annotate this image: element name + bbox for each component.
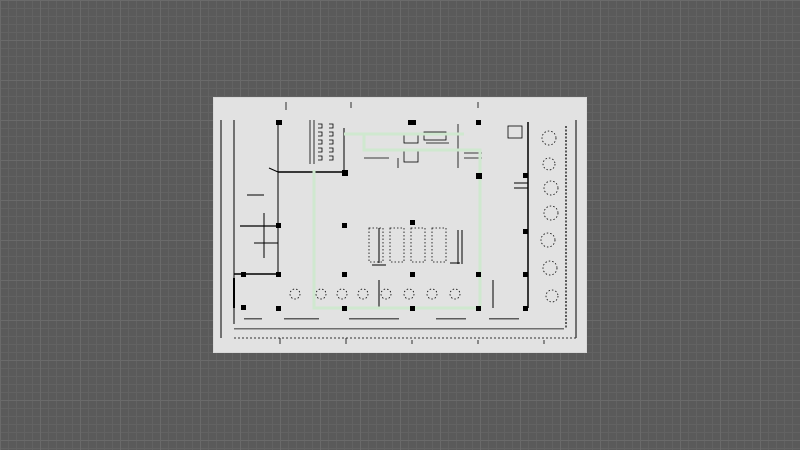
floor-plan-drawing [220,102,577,344]
stairs [309,120,334,164]
floor-plan-sheet[interactable] [214,98,586,352]
highlight-path [312,132,482,310]
